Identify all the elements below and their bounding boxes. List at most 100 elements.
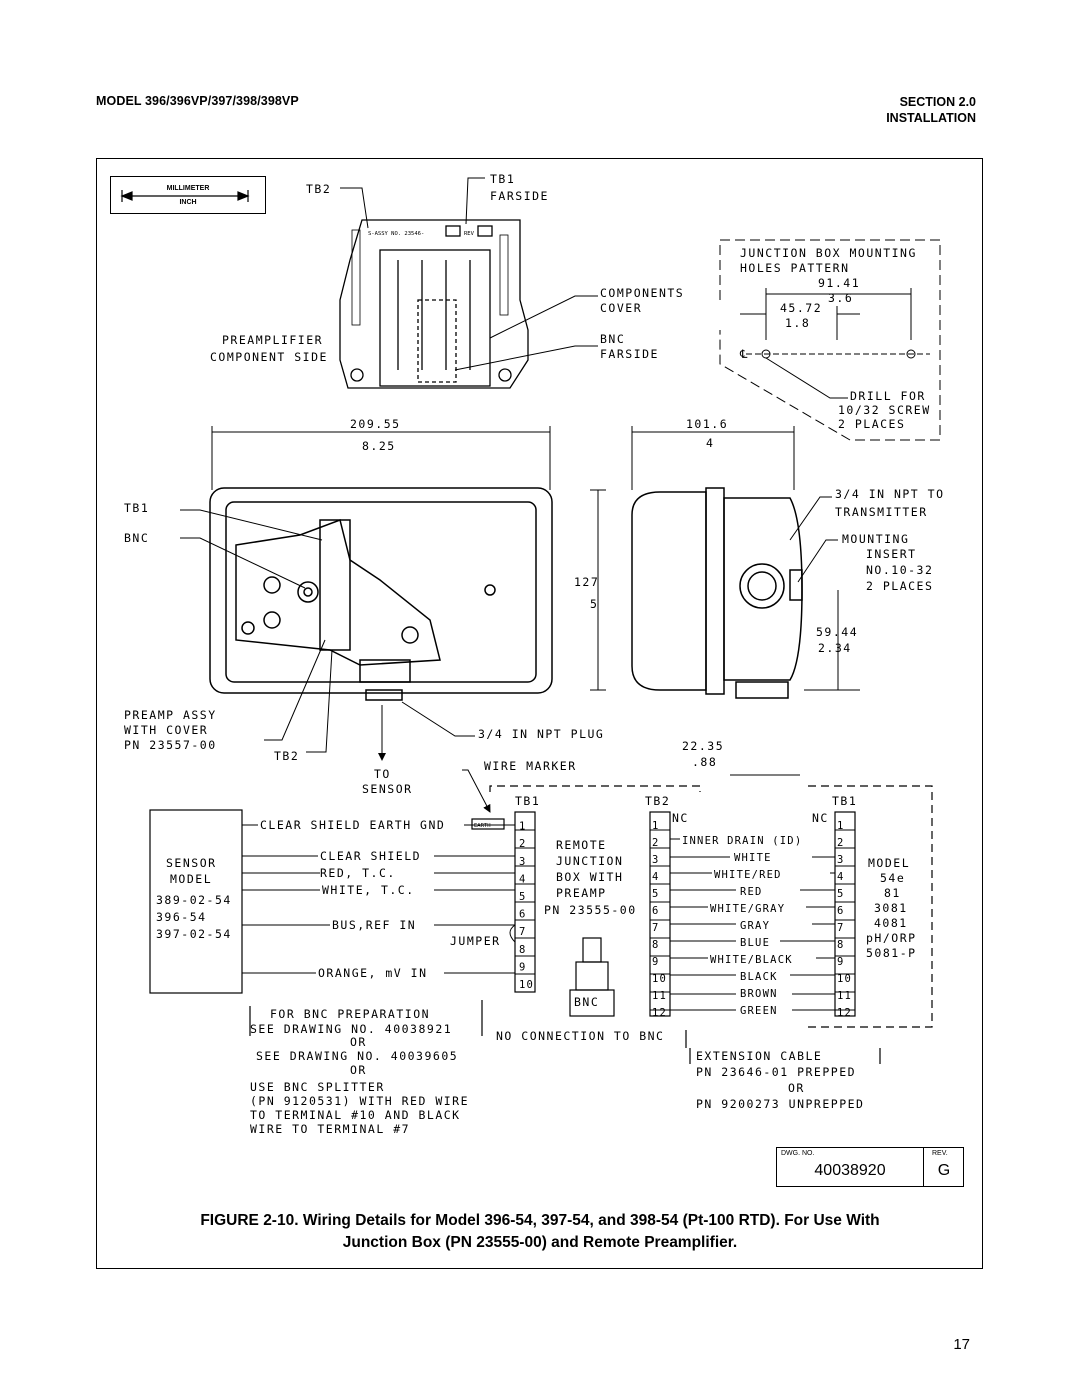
cable-wire-label-6: WHITE/GRAY [710,903,785,915]
dwg-no-label: DWG. NO. [781,1150,815,1157]
assy-number: S-ASSY NO. 23546- [368,231,424,237]
dim-91-mm: 91.41 [818,276,860,290]
dim-width-mm: 209.55 [350,417,401,431]
tb1-terminal-3: 3 [519,856,527,868]
dim-width-in: 8.25 [362,439,396,453]
label-insert-4: 2 PLACES [866,579,933,593]
sensor-wire-label-8: JUMPER [450,934,501,948]
drill-1: DRILL FOR [850,389,926,403]
rev-value: G [937,1162,951,1179]
sensor-wire-label-5: WHITE, T.C. [322,883,415,897]
label-npt-plug: 3/4 IN NPT PLUG [478,727,604,741]
tb2-terminal-6: 6 [652,905,660,917]
model-4: 4081 [874,916,908,930]
dim-45-in: 1.8 [785,316,810,330]
label-tb2-front: TB2 [274,749,299,763]
model-3: 3081 [874,901,908,915]
label-preamplifier: PREAMPLIFIER [222,333,323,347]
model-6: 5081-P [866,946,917,960]
enclosure-side-view [631,487,803,699]
label-nc-right: NC [812,811,829,825]
mounting-title-2: HOLES PATTERN [740,261,850,275]
label-insert-1: MOUNTING [842,532,909,546]
scale-inch: INCH [179,199,197,206]
label-insert-3: NO.10-32 [866,563,933,577]
tb1r-terminal-8: 8 [837,939,845,951]
label-tb2-top: TB2 [306,182,331,196]
preamp-assy-1: PREAMP ASSY [124,708,217,722]
cable-wire-label-8: BLUE [740,937,770,949]
tb1r-terminal-11: 11 [837,990,852,1002]
tb1-terminal-10: 10 [519,979,534,991]
bnc-prep-6: USE BNC SPLITTER [250,1080,385,1094]
tb1-terminal-8: 8 [519,944,527,956]
dim-offset-in: 2.34 [818,641,852,655]
cable-wire-label-5: RED [740,886,763,898]
mounting-pattern [719,239,941,441]
tb1r-terminal-6: 6 [837,905,845,917]
bnc-prep-2: SEE DRAWING NO. 40038921 [250,1022,452,1036]
label-tb1-front: TB1 [124,501,149,515]
tb2-terminal-2: 2 [652,837,660,849]
tb1r-terminal-7: 7 [837,922,845,934]
drill-3: 2 PLACES [838,417,905,431]
remote-box-5: PN 23555-00 [544,903,637,917]
divider [923,1148,924,1186]
bnc-prep-1: FOR BNC PREPARATION [270,1007,430,1021]
cable-wire-label-9: WHITE/BLACK [710,954,793,966]
header-section: SECTION 2.0 INSTALLATION [886,94,976,126]
sensor-wire-label-3: CLEAR SHIELD [320,849,421,863]
tb1-terminal-1: 1 [519,821,527,833]
no-connection-bnc: NO CONNECTION TO BNC [496,1029,664,1043]
remote-box-2: JUNCTION [556,854,623,868]
label-farside: FARSIDE [490,189,549,203]
ext-cable-1: EXTENSION CABLE [696,1049,822,1063]
figure-caption: FIGURE 2-10. Wiring Details for Model 39… [120,1210,960,1254]
cable-wire-label-4: WHITE/RED [714,869,782,881]
label-tb1-right: TB1 [832,794,857,808]
cable-wire-label-12: GREEN [740,1005,778,1017]
label-npt-to-2: TRANSMITTER [835,505,928,519]
cable-wire-label-11: BROWN [740,988,778,1000]
label-bnc-front: BNC [124,531,149,545]
sensor-model-2: 396-54 [156,910,207,924]
label-earth: EARTH [474,823,491,829]
bnc-prep-4: SEE DRAWING NO. 40039605 [256,1049,458,1063]
ext-cable-3: OR [788,1081,805,1095]
model-title: MODEL [868,856,910,870]
label-npt-to-1: 3/4 IN NPT TO [835,487,945,501]
tb1r-terminal-5: 5 [837,888,845,900]
model-5: pH/ORP [866,931,917,945]
cable-wire-label-10: BLACK [740,971,778,983]
bnc-prep-9: WIRE TO TERMINAL #7 [250,1122,410,1136]
label-component-side: COMPONENT SIDE [210,350,328,364]
enclosure-front-view [209,487,553,701]
tb2-terminal-3: 3 [652,854,660,866]
bnc-connector: BNC [574,995,599,1009]
tb2-terminal-9: 9 [652,956,660,968]
section-title: INSTALLATION [886,111,976,125]
header-model: MODEL 396/396VP/397/398/398VP [96,94,299,108]
preamp-assy-2: WITH COVER [124,723,208,737]
tb1r-terminal-4: 4 [837,871,845,883]
scale-arrow [120,190,250,202]
rev-label: REV. [932,1150,948,1157]
caption-line-2: Junction Box (PN 23555-00) and Remote Pr… [342,1234,738,1251]
sensor-model-3: 397-02-54 [156,927,232,941]
dim-height-in: 5 [590,597,598,611]
caption-line-1: FIGURE 2-10. Wiring Details for Model 39… [200,1212,880,1229]
page-number: 17 [953,1336,970,1353]
drawing-number-block: DWG. NO. REV. 40038920 G [776,1147,964,1187]
ext-cable-2: PN 23646-01 PREPPED [696,1065,856,1079]
tb2-terminal-11: 11 [652,990,667,1002]
tb1-terminal-9: 9 [519,961,527,973]
tb1-right-strip [834,811,856,1017]
sensor-wire-label-10: ORANGE, mV IN [318,966,428,980]
section-number: SECTION 2.0 [899,95,976,109]
tb1-terminal-2: 2 [519,838,527,850]
label-nc-left: NC [672,811,689,825]
remote-box-3: BOX WITH [556,870,623,884]
remote-box-1: REMOTE [556,838,607,852]
tb2-strip [649,811,671,1017]
